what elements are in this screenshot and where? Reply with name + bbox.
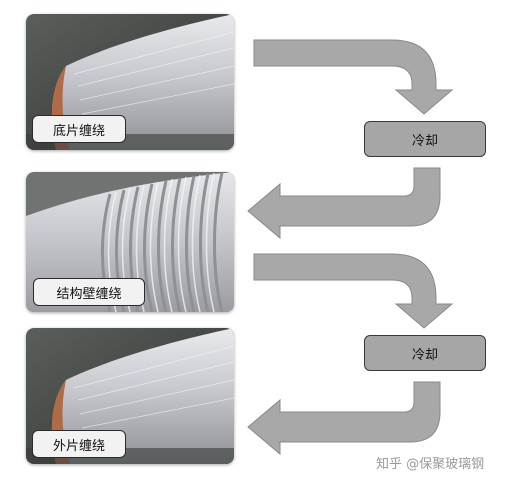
- cooling-step-2: 冷却: [364, 335, 486, 371]
- photo-label-structural-winding: 结构壁缠绕: [33, 278, 145, 306]
- watermark-text: 知乎 @保聚玻璃钢: [376, 456, 485, 472]
- cooling-step-1: 冷却: [364, 121, 486, 157]
- arrow-to-outer-winding: [247, 381, 441, 456]
- arrow-to-cooling-1: [253, 39, 454, 115]
- arrow-to-structural-winding: [247, 167, 441, 240]
- arrow-to-cooling-2: [253, 253, 454, 329]
- photo-label-bottom-winding: 底片缠绕: [32, 115, 126, 143]
- photo-label-outer-winding: 外片缠绕: [32, 430, 126, 458]
